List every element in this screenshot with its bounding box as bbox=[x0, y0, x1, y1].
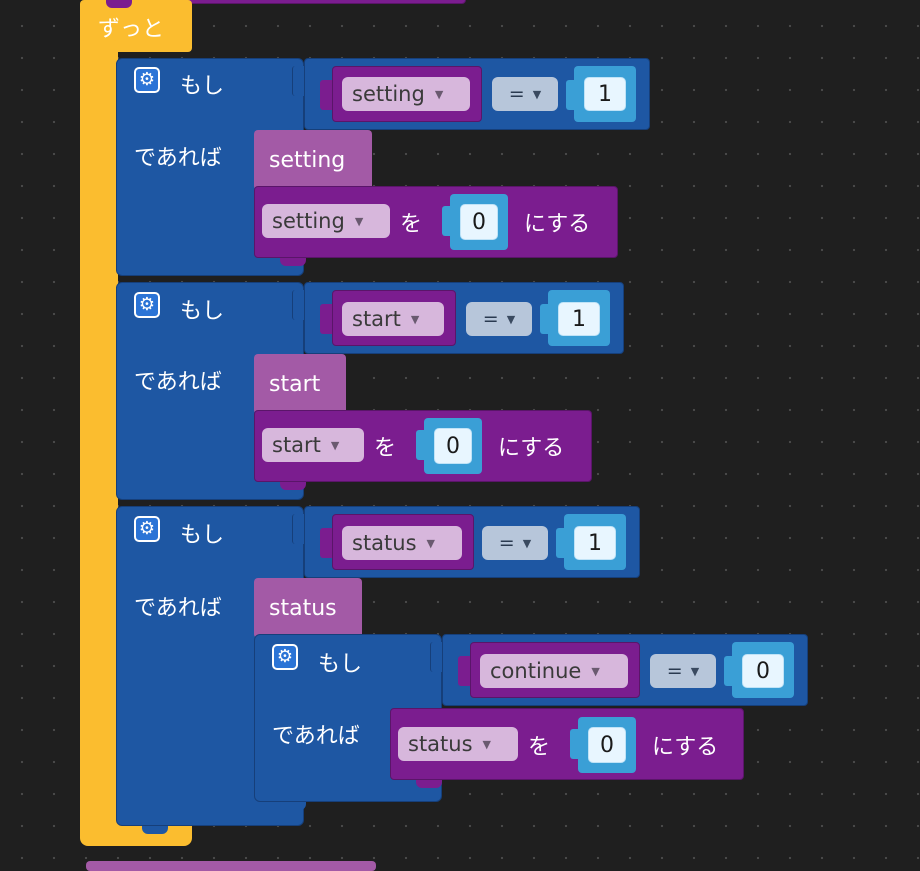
if-label: もし bbox=[180, 74, 225, 99]
set-suffix: にする bbox=[498, 436, 565, 461]
if-block-3-bottom-notch bbox=[142, 826, 168, 834]
forever-block-spine bbox=[80, 40, 118, 830]
dropdown-caret-icon: ▼ bbox=[532, 87, 542, 101]
then-label: であれば bbox=[134, 370, 222, 395]
operator-dropdown[interactable]: =▼ bbox=[482, 526, 548, 560]
gear-icon[interactable]: ⚙ bbox=[134, 516, 160, 542]
nested-if-bottom-notch bbox=[280, 802, 306, 810]
compare-input-notch bbox=[320, 80, 332, 110]
forever-top-notch bbox=[106, 0, 132, 8]
variable-dropdown[interactable]: status ▼ bbox=[342, 526, 462, 560]
if-block-3-input-notch bbox=[292, 514, 304, 544]
variable-name: start bbox=[272, 433, 321, 457]
set-block-notch bbox=[416, 780, 442, 788]
variable-name: status bbox=[408, 732, 473, 756]
set-block-notch bbox=[280, 482, 306, 490]
number-input[interactable]: 0 bbox=[588, 727, 626, 763]
variable-name: setting bbox=[272, 209, 345, 233]
dropdown-caret-icon: ▼ bbox=[330, 438, 340, 452]
dropdown-caret-icon: ▼ bbox=[482, 737, 491, 751]
dropdown-caret-icon: ▼ bbox=[426, 536, 435, 550]
operator-value: = bbox=[498, 532, 515, 554]
dropdown-caret-icon: ▼ bbox=[354, 214, 364, 228]
dropdown-caret-icon: ▼ bbox=[506, 312, 516, 326]
forever-label: ずっと bbox=[98, 17, 165, 42]
variable-name: setting bbox=[352, 82, 425, 106]
if-label: もし bbox=[180, 299, 225, 324]
number-input[interactable]: 1 bbox=[584, 77, 626, 111]
next-block-edge bbox=[86, 861, 376, 871]
to-label: を bbox=[528, 735, 551, 760]
compare-input-notch bbox=[458, 656, 470, 686]
variable-dropdown[interactable]: status ▼ bbox=[398, 727, 518, 761]
compare-input-notch bbox=[320, 528, 332, 558]
if-label: もし bbox=[180, 523, 225, 548]
gear-icon[interactable]: ⚙ bbox=[134, 67, 160, 93]
dropdown-caret-icon: ▼ bbox=[591, 664, 600, 678]
set-suffix: にする bbox=[524, 212, 591, 237]
operator-dropdown[interactable]: =▼ bbox=[492, 77, 558, 111]
gear-icon[interactable]: ⚙ bbox=[134, 292, 160, 318]
compare-input-notch bbox=[320, 304, 332, 334]
then-label: であれば bbox=[134, 146, 222, 171]
operator-dropdown[interactable]: =▼ bbox=[650, 654, 716, 688]
number-input[interactable]: 1 bbox=[558, 302, 600, 336]
number-input[interactable]: 1 bbox=[574, 526, 616, 560]
gear-icon[interactable]: ⚙ bbox=[272, 644, 298, 670]
dropdown-caret-icon: ▼ bbox=[410, 312, 420, 326]
number-input[interactable]: 0 bbox=[460, 204, 498, 240]
variable-dropdown[interactable]: continue ▼ bbox=[480, 654, 628, 688]
variable-dropdown[interactable]: start ▼ bbox=[262, 428, 364, 462]
dropdown-caret-icon: ▼ bbox=[522, 536, 532, 550]
to-label: を bbox=[374, 436, 397, 461]
number-input[interactable]: 0 bbox=[434, 428, 472, 464]
if-label: もし bbox=[318, 652, 363, 677]
set-suffix: にする bbox=[652, 735, 719, 760]
then-label: であれば bbox=[272, 724, 360, 749]
if-block-1-input-notch bbox=[292, 66, 304, 96]
number-input[interactable]: 0 bbox=[742, 654, 784, 688]
dropdown-caret-icon: ▼ bbox=[434, 87, 444, 101]
operator-value: = bbox=[508, 83, 525, 105]
nested-if-input-notch bbox=[430, 642, 442, 672]
variable-reporter-setting[interactable]: setting bbox=[254, 130, 372, 190]
variable-dropdown[interactable]: setting ▼ bbox=[262, 204, 390, 238]
variable-dropdown[interactable]: setting ▼ bbox=[342, 77, 470, 111]
then-label: であれば bbox=[134, 596, 222, 621]
variable-name: status bbox=[352, 531, 417, 555]
to-label: を bbox=[400, 212, 423, 237]
dropdown-caret-icon: ▼ bbox=[690, 664, 700, 678]
operator-value: = bbox=[666, 660, 683, 682]
variable-dropdown[interactable]: start ▼ bbox=[342, 302, 444, 336]
variable-reporter-status[interactable]: status bbox=[254, 578, 362, 638]
if-block-2-input-notch bbox=[292, 290, 304, 320]
set-block-notch bbox=[280, 258, 306, 266]
variable-reporter-start[interactable]: start bbox=[254, 354, 346, 414]
variable-name: continue bbox=[490, 659, 582, 683]
operator-dropdown[interactable]: =▼ bbox=[466, 302, 532, 336]
variable-name: start bbox=[352, 307, 401, 331]
operator-value: = bbox=[482, 308, 499, 330]
